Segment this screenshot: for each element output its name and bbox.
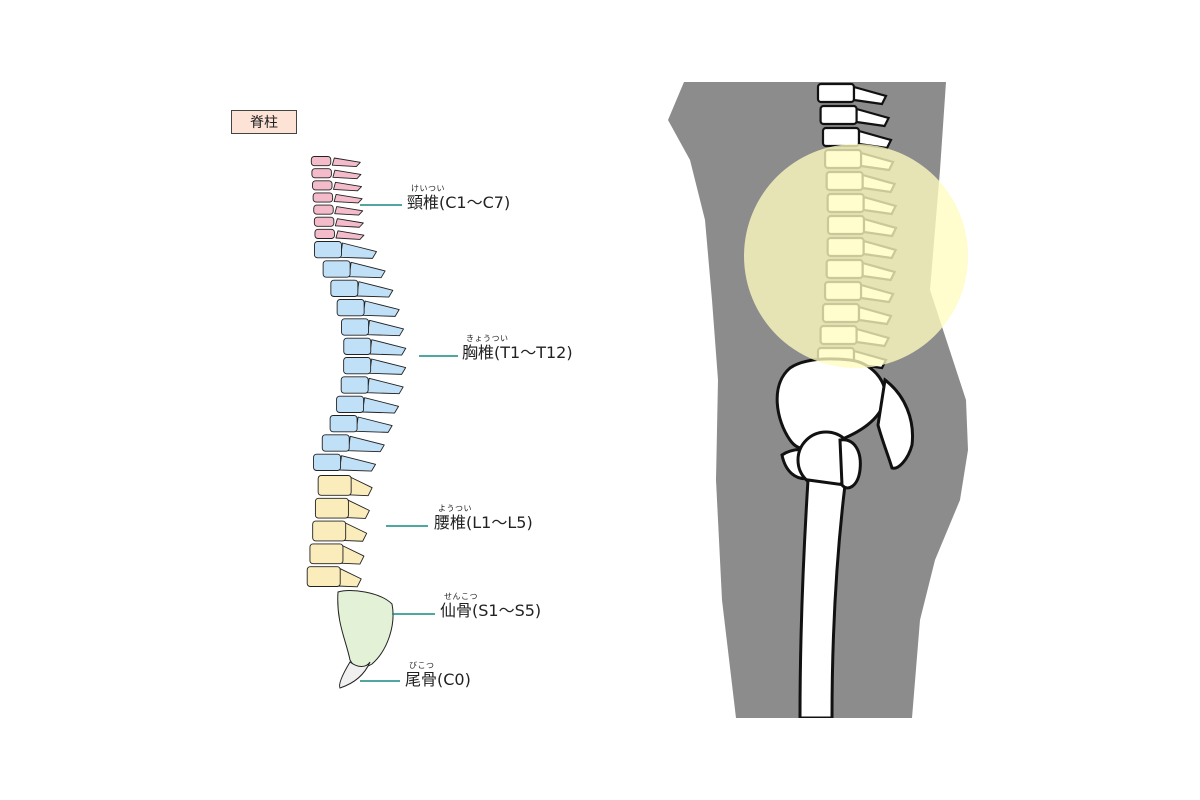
name-cervical: 頸椎 — [407, 193, 440, 212]
name-thoracic: 胸椎 — [462, 343, 495, 362]
vertebra-lumbar — [309, 543, 365, 565]
leader-lines — [360, 204, 458, 682]
vertebra-thoracic — [336, 395, 400, 414]
vertebra-thoracic — [330, 279, 394, 298]
greater-trochanter — [838, 438, 862, 490]
name-lumbar: 腰椎 — [434, 513, 467, 532]
vertebra-thoracic — [314, 241, 377, 259]
name-sacrum: 仙骨 — [440, 601, 473, 620]
vertebra-cervical — [313, 204, 364, 216]
range-coccyx: (C0) — [437, 670, 471, 689]
vertebra-thoracic — [336, 299, 400, 317]
vertebra-cervical — [313, 216, 364, 228]
range-thoracic: (T1〜T12) — [494, 343, 573, 362]
vertebra-thoracic — [313, 453, 377, 472]
furigana-cervical: けいつい — [411, 184, 445, 193]
range-cervical: (C1〜C7) — [439, 193, 511, 212]
sacrum-side — [876, 377, 915, 470]
vertebra-thoracic — [343, 357, 407, 375]
page-title: 脊柱 — [231, 110, 297, 134]
vertebra-lumbar — [317, 475, 373, 497]
label-cervical: けいつい 頸椎(C1〜C7) — [407, 184, 510, 213]
side-view-illustration — [668, 82, 968, 718]
coccyx-bone — [339, 661, 371, 689]
side-vertebra — [819, 104, 891, 128]
range-lumbar: (L1〜L5) — [466, 513, 533, 532]
vertebra-cervical — [314, 228, 365, 240]
vertebra-cervical — [311, 168, 362, 180]
femur-shaft — [798, 478, 847, 718]
label-coccyx: びこつ 尾骨(C0) — [405, 661, 471, 690]
vertebra-cervical — [310, 156, 361, 167]
sacrum-bone — [337, 590, 394, 668]
vertebra-thoracic — [321, 434, 385, 453]
label-sacrum: せんこつ 仙骨(S1〜S5) — [440, 592, 541, 621]
label-thoracic: きょうつい 胸椎(T1〜T12) — [462, 334, 573, 363]
spine-illustration — [306, 156, 407, 689]
side-vertebra — [816, 82, 888, 106]
vertebra-lumbar — [312, 520, 368, 542]
lumbar-highlight — [744, 144, 968, 368]
vertebra-thoracic — [341, 318, 404, 337]
vertebra-thoracic — [329, 415, 393, 433]
vertebra-thoracic — [343, 337, 407, 356]
label-lumbar: ようつい 腰椎(L1〜L5) — [434, 504, 533, 533]
furigana-lumbar: ようつい — [438, 504, 472, 513]
furigana-thoracic: きょうつい — [466, 334, 509, 343]
vertebra-lumbar — [314, 497, 370, 519]
vertebra-cervical — [312, 180, 362, 192]
range-sacrum: (S1〜S5) — [472, 601, 542, 620]
furigana-coccyx: びこつ — [409, 661, 435, 670]
vertebra-cervical — [312, 192, 363, 204]
name-coccyx: 尾骨 — [405, 670, 438, 689]
vertebra-lumbar — [306, 566, 362, 588]
furigana-sacrum: せんこつ — [444, 592, 478, 601]
vertebra-thoracic — [322, 260, 386, 279]
vertebra-thoracic — [340, 376, 404, 395]
